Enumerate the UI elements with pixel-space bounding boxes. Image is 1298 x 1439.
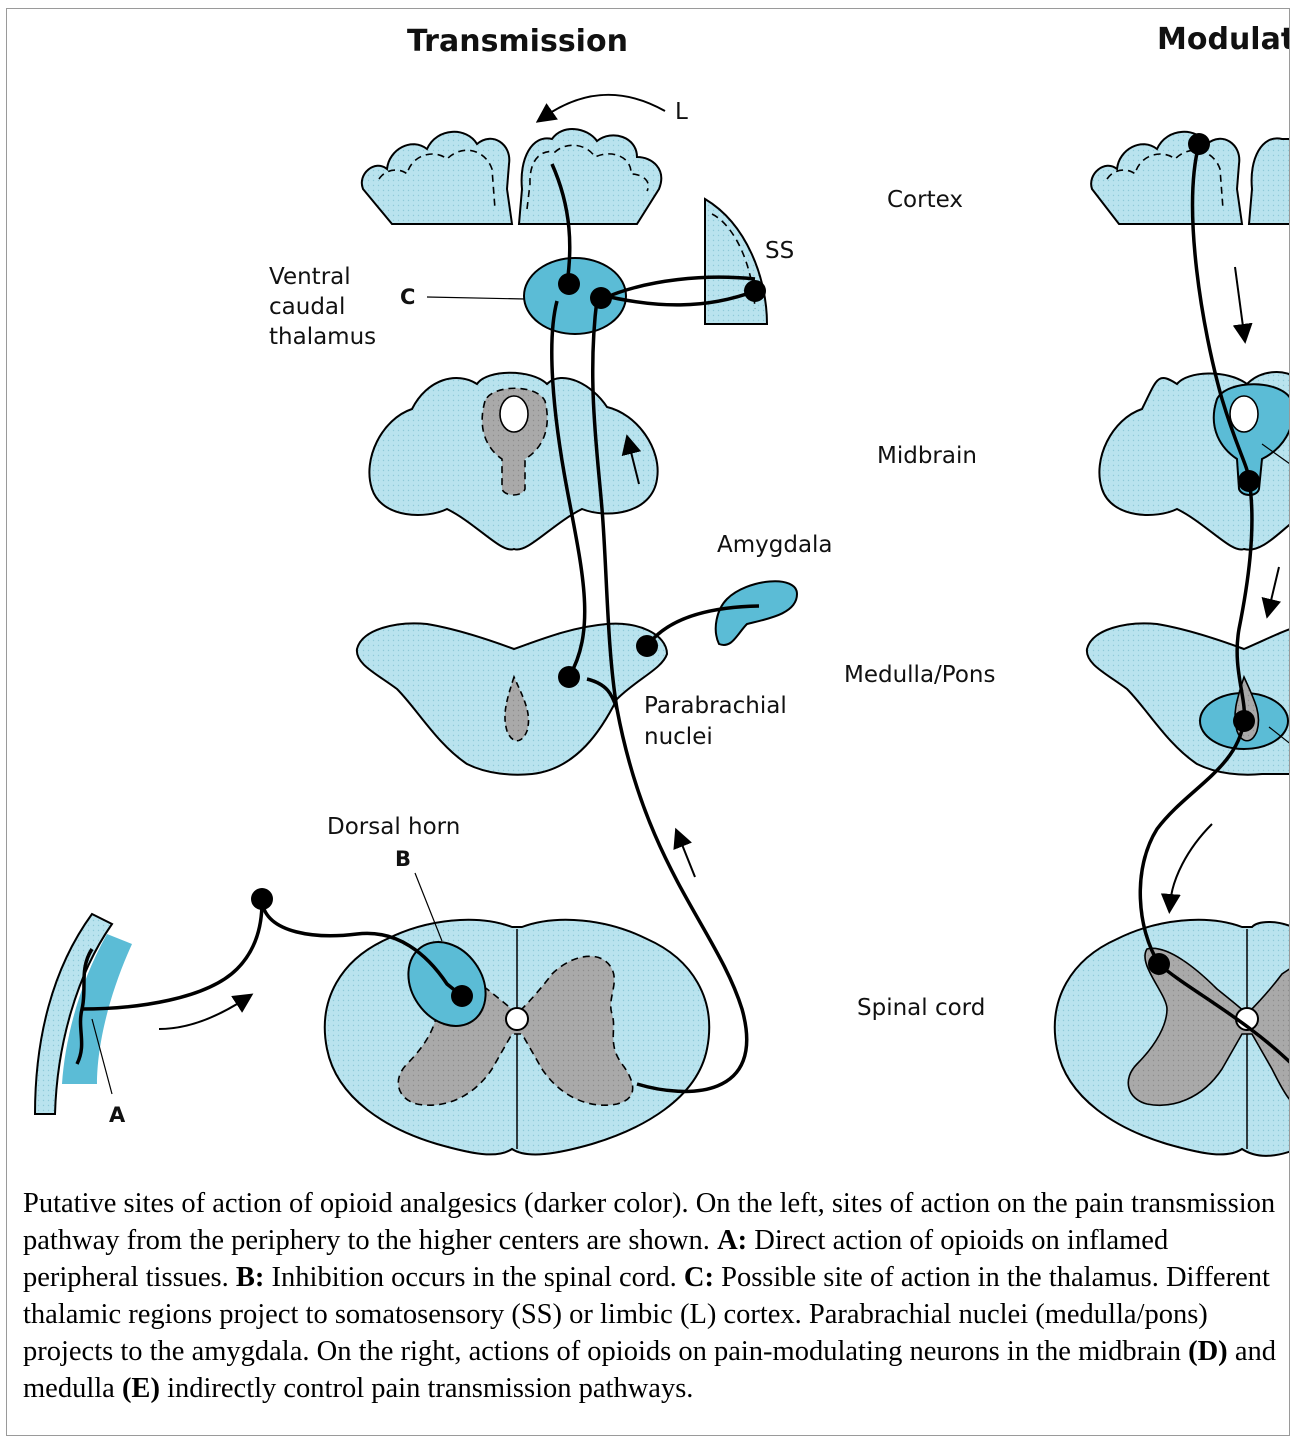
modulation-neuron-somas	[1148, 133, 1260, 975]
marker-c: C	[400, 285, 415, 309]
medulla-left-section	[357, 623, 667, 774]
cortex-left-section	[362, 129, 661, 224]
somatosensory-cortex	[705, 199, 767, 324]
spinal-cord-left-section	[325, 920, 709, 1155]
parabrachial-label: Parabrachial nuclei	[644, 693, 794, 750]
level-label-midbrain: Midbrain	[877, 443, 977, 469]
medulla-right-section	[1087, 623, 1290, 774]
amygdala-label: Amygdala	[717, 532, 833, 558]
marker-a: A	[109, 1103, 126, 1127]
level-label-cortex: Cortex	[887, 187, 963, 213]
transmission-heading: Transmission	[407, 24, 628, 59]
dorsal-horn-label: Dorsal horn	[327, 814, 460, 840]
midbrain-left-section	[369, 373, 657, 550]
marker-b: B	[395, 847, 411, 871]
flow-arrows-left	[159, 95, 695, 1029]
figure-frame: Transmission SS Ventral caudal thalamus …	[6, 8, 1290, 1436]
limbic-cortex-label: L	[675, 99, 688, 125]
modulation-heading: Modulati	[1157, 22, 1290, 57]
midbrain-right-section	[1099, 372, 1290, 550]
level-label-spinal-cord: Spinal cord	[857, 995, 985, 1021]
ss-label: SS	[765, 238, 794, 264]
thalamus-label: Ventral caudal thalamus	[269, 264, 376, 350]
spinal-cord-right-section	[1055, 920, 1290, 1156]
level-label-medulla-pons: Medulla/Pons	[844, 662, 995, 688]
flow-arrows-right	[1170, 267, 1279, 904]
opioid-sites-diagram: Transmission SS Ventral caudal thalamus …	[7, 9, 1290, 1169]
amygdala-opioid-site	[716, 581, 797, 645]
figure-caption: Putative sites of action of opioid analg…	[23, 1185, 1285, 1407]
